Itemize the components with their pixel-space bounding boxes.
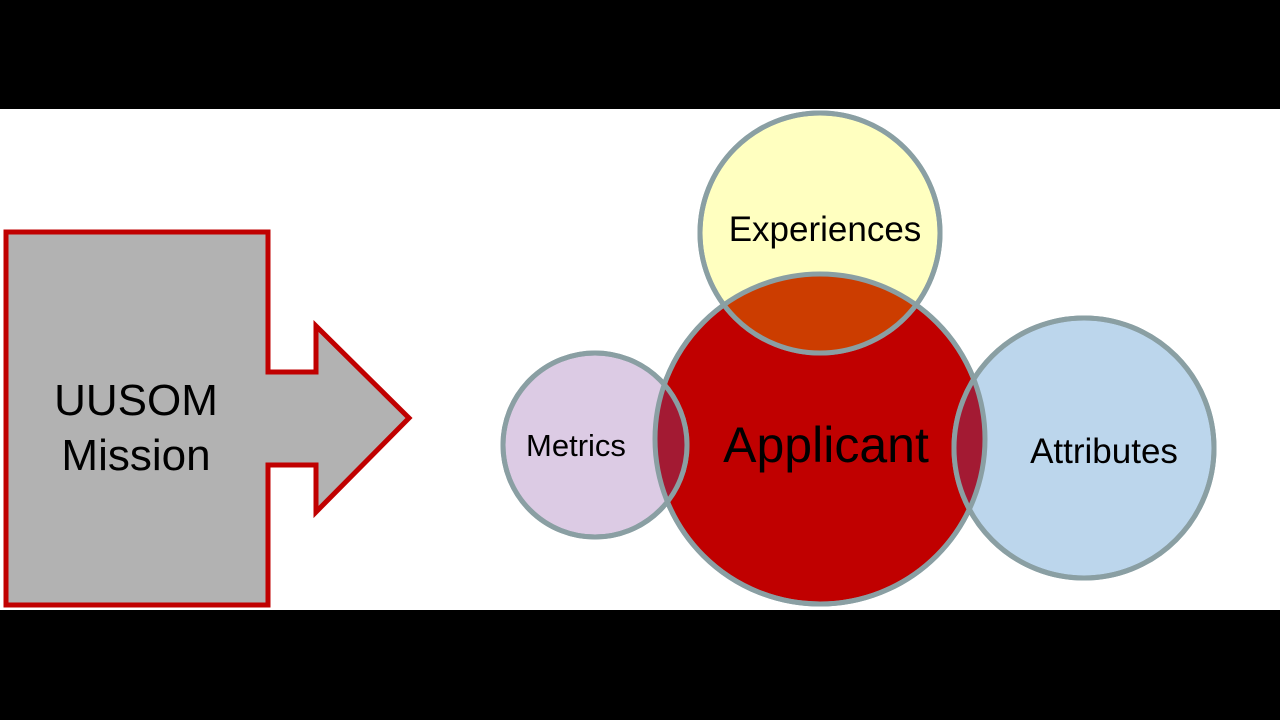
metrics-outline [500, 350, 690, 540]
overlap-experiences [700, 274, 940, 353]
experiences-label: Experiences [729, 210, 922, 249]
attributes-label: Attributes [1030, 432, 1178, 471]
applicant-label: Applicant [723, 417, 929, 473]
applicant-outline [652, 271, 988, 607]
mission-label-line2: Mission [61, 431, 210, 480]
attributes-outline [951, 315, 1217, 581]
letterbox-bottom [0, 610, 1280, 720]
mission-arrow [3, 229, 413, 608]
experiences-outline [697, 110, 943, 356]
metrics-label: Metrics [526, 428, 626, 463]
mission-label-line1: UUSOM [54, 376, 218, 425]
letterbox-top [0, 0, 1280, 109]
